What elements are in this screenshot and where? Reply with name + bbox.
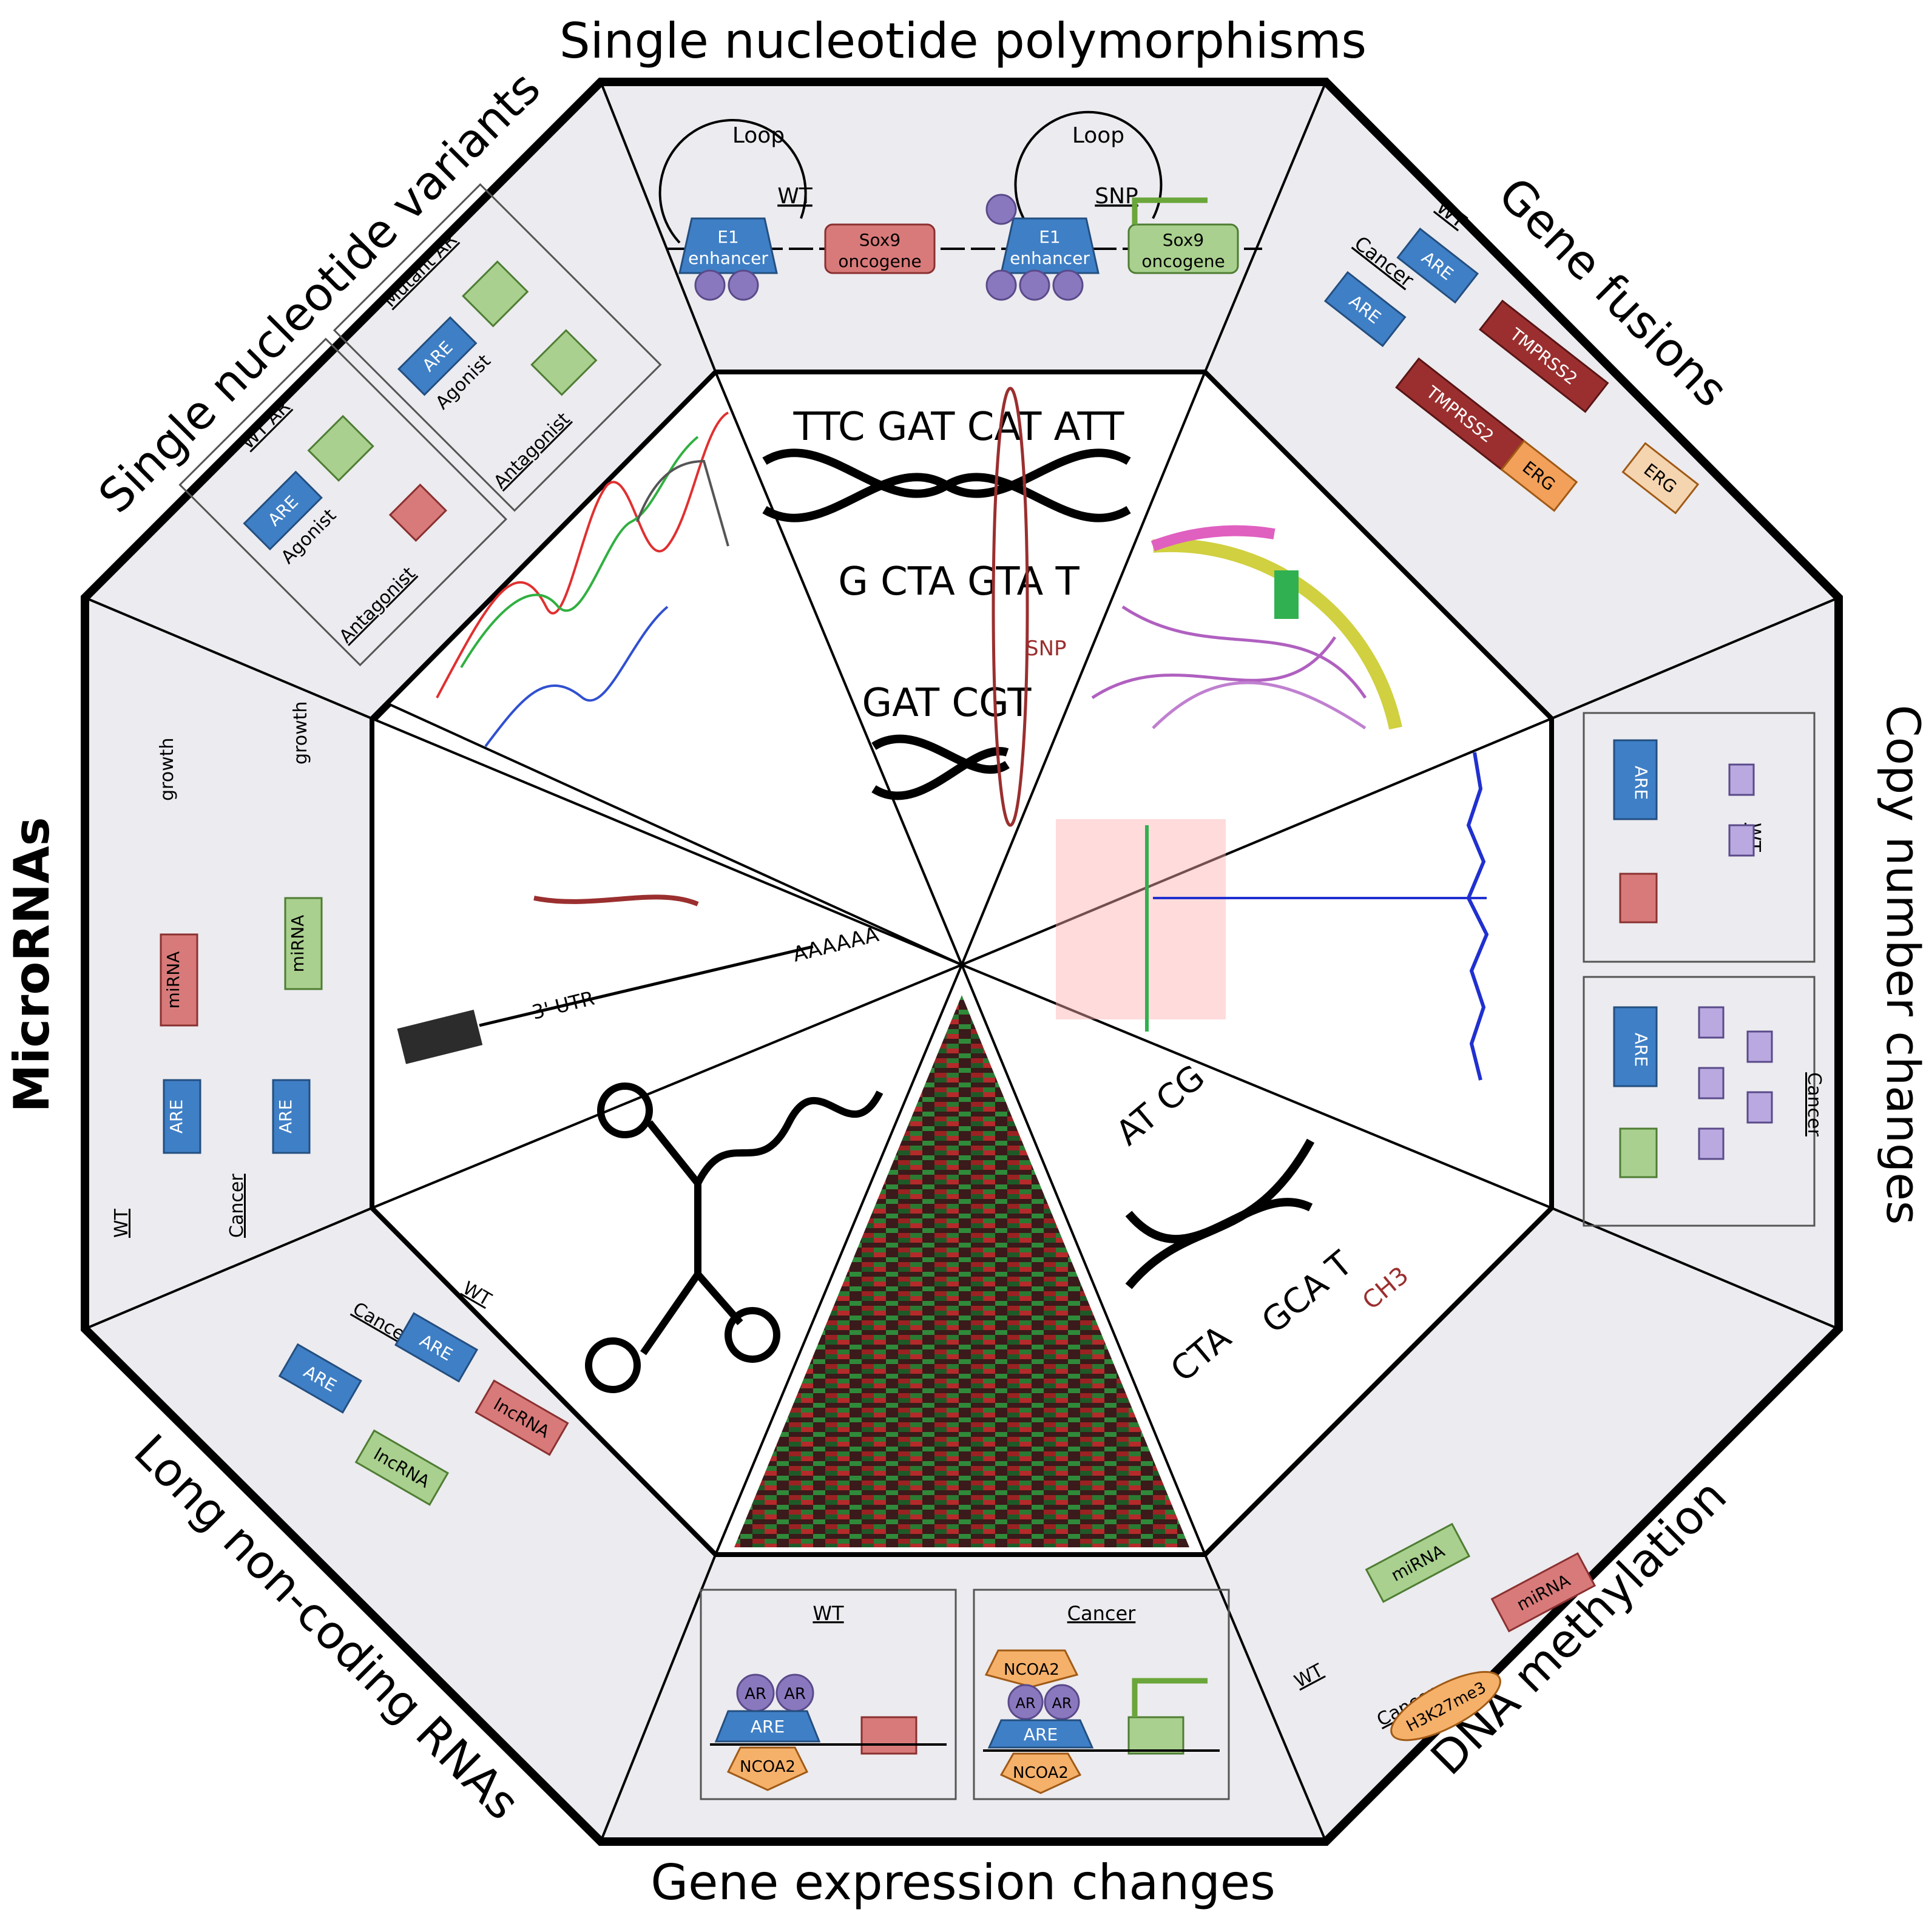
- enhancer-wt: enhancer: [688, 248, 768, 268]
- are-expr-2: ARE: [1024, 1724, 1058, 1745]
- panel-cnv: WT Cancer ARE ARE: [1583, 712, 1825, 1227]
- oncogene-wt: oncogene: [838, 251, 921, 271]
- title-mirna: MicroRNAs: [4, 817, 60, 1113]
- title-snp: Single nucleotide polymorphisms: [559, 13, 1367, 69]
- wt-mirna: WT: [111, 1208, 132, 1238]
- panel-expression: WT Cancer AR AR ARE NCOA2 NCOA2 AR AR AR…: [700, 1589, 1230, 1800]
- ar-expr-4: AR: [1052, 1695, 1072, 1712]
- are-cnv-2: ARE: [1631, 1033, 1651, 1067]
- ar-expr-2: AR: [784, 1685, 806, 1703]
- sox9-snp: Sox9: [1163, 230, 1204, 250]
- ar-expr-1: AR: [745, 1685, 766, 1703]
- enhancer-snp: enhancer: [1010, 248, 1090, 268]
- methylation-dna: [1125, 1138, 1315, 1289]
- ncoa2-expr-1: NCOA2: [740, 1758, 796, 1776]
- are-mirna-1: ARE: [166, 1099, 186, 1133]
- title-cnv: Copy number changes: [1876, 704, 1926, 1224]
- panel-mirna: WT Cancer ARE ARE miRNA miRNA growth gro…: [111, 701, 323, 1238]
- mirna-cancer: miRNA: [288, 915, 308, 973]
- growth-cancer: growth: [290, 701, 311, 765]
- dna-helix-snp: [762, 448, 1131, 800]
- sequencing-traces: [436, 411, 729, 748]
- wedge-mirna-utr: [372, 717, 965, 1209]
- cancer-cnv: Cancer: [1803, 1072, 1825, 1137]
- title-expression: Gene expression changes: [650, 1854, 1276, 1911]
- loop-label-snp: Loop: [1072, 123, 1124, 148]
- are-mirna-2: ARE: [275, 1099, 296, 1133]
- ar-expr-3: AR: [1015, 1695, 1035, 1712]
- loop-label-wt: Loop: [732, 123, 785, 148]
- seq-middle: G CTA GTA T: [838, 559, 1080, 604]
- snp-highlight-ellipse: [992, 387, 1029, 827]
- e1-wt: E1: [717, 227, 739, 247]
- are-expr-1: ARE: [751, 1717, 785, 1737]
- cancer-expr: Cancer: [1067, 1602, 1137, 1625]
- are-cnv-1: ARE: [1631, 766, 1651, 800]
- snp-tag: SNP: [1026, 637, 1067, 661]
- rna-secondary-structure: [585, 1083, 884, 1393]
- mirna-wt: miRNA: [163, 951, 183, 1009]
- ring-dividers: [84, 81, 1839, 1842]
- growth-wt: growth: [157, 738, 178, 801]
- mirna-utr-diagram: [397, 894, 814, 1064]
- heatmap-image: [734, 995, 1189, 1547]
- seq-top: TTC GAT CAT ATT: [793, 405, 1125, 450]
- snp-label-top: SNP: [1095, 184, 1138, 209]
- sox9-wt: Sox9: [859, 230, 900, 250]
- circos-plot: [1091, 525, 1402, 730]
- panel-snp: Loop Loop WT SNP E1 enhancer Sox9 oncoge…: [658, 110, 1262, 301]
- cancer-mirna: Cancer: [226, 1174, 248, 1238]
- wt-label-top: WT: [777, 184, 813, 209]
- ncoa2-expr-3: NCOA2: [1013, 1764, 1069, 1782]
- wt-expr: WT: [813, 1602, 844, 1625]
- oncogene-snp: oncogene: [1141, 251, 1225, 271]
- seq-lower: GAT CGT: [862, 681, 1032, 726]
- e1-snp: E1: [1039, 227, 1061, 247]
- ncoa2-expr-2: NCOA2: [1004, 1661, 1059, 1679]
- cnv-plot: [1056, 752, 1489, 1081]
- panel-gene-fusions: WT Cancer ARE TMPRSS2 ARE TMPRSS2 ERG ER…: [1323, 195, 1700, 515]
